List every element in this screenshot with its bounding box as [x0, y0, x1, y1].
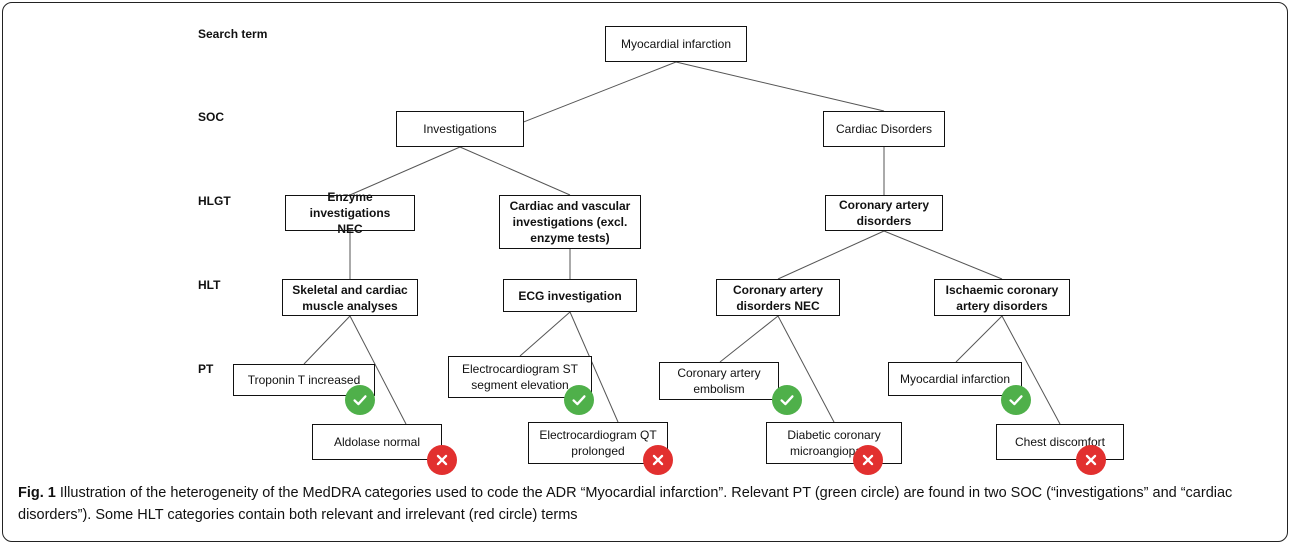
- level-label-search-term: Search term: [198, 27, 268, 41]
- edge-nec-embolism: [719, 315, 779, 363]
- node-pt-troponin-t-increased: Troponin T increased: [233, 364, 375, 396]
- edge-skeletal-troponin: [303, 315, 351, 365]
- edge-investigations-enzyme: [349, 146, 461, 196]
- node-pt-myocardial-infarction: Myocardial infarction: [888, 362, 1022, 396]
- edge-ecg-st: [519, 311, 571, 357]
- node-pt-aldolase-normal: Aldolase normal: [312, 424, 442, 460]
- figure-label: Fig. 1: [18, 485, 56, 501]
- edge-skeletal-aldolase: [349, 315, 407, 425]
- relevant-check-icon: [345, 385, 375, 415]
- node-pt-coronary-artery-embolism: Coronary artery embolism: [659, 362, 779, 400]
- node-hlgt-coronary-artery-disorders: Coronary artery disorders: [825, 195, 943, 231]
- edge-ischaemic-chest: [1001, 315, 1061, 425]
- edge-ischaemic-mi: [955, 315, 1003, 363]
- node-hlt-coronary-artery-disorders-nec: Coronary artery disorders NEC: [716, 279, 840, 316]
- relevant-check-icon: [772, 385, 802, 415]
- level-label-pt: PT: [198, 362, 214, 376]
- node-hlgt-enzyme-investigations: Enzyme investigations NEC: [285, 190, 415, 236]
- relevant-check-icon: [564, 385, 594, 415]
- figure-caption: Fig. 1 Illustration of the heterogeneity…: [18, 482, 1276, 526]
- caption-text: Illustration of the heterogeneity of the…: [18, 485, 1233, 523]
- irrelevant-cross-icon: [427, 445, 457, 475]
- irrelevant-cross-icon: [1076, 445, 1106, 475]
- node-soc-investigations: Investigations: [396, 111, 524, 147]
- node-hlt-ecg-investigation: ECG investigation: [503, 279, 637, 312]
- irrelevant-cross-icon: [643, 445, 673, 475]
- relevant-check-icon: [1001, 385, 1031, 415]
- edge-root-cardiac-disorders: [675, 61, 885, 112]
- node-soc-cardiac-disorders: Cardiac Disorders: [823, 111, 945, 147]
- node-root-myocardial-infarction: Myocardial infarction: [605, 26, 747, 62]
- node-hlt-skeletal-cardiac-muscle: Skeletal and cardiac muscle analyses: [282, 279, 418, 316]
- connector-lines: [303, 61, 1061, 425]
- level-label-soc: SOC: [198, 110, 225, 124]
- level-label-hlgt: HLGT: [198, 194, 231, 208]
- node-hlt-ischaemic-coronary-artery-disorders: Ischaemic coronary artery disorders: [934, 279, 1070, 316]
- node-hlgt-cardiac-vascular-investigations: Cardiac and vascular investigations (exc…: [499, 195, 641, 249]
- edge-investigations-cardiovascular: [459, 146, 571, 196]
- node-pt-ecg-qt-prolonged: Electrocardiogram QT prolonged: [528, 422, 668, 464]
- edge-nec-diabetic: [777, 315, 835, 423]
- irrelevant-cross-icon: [853, 445, 883, 475]
- edge-coronary-ischaemic: [883, 230, 1003, 280]
- level-label-hlt: HLT: [198, 278, 221, 292]
- edge-coronary-nec: [777, 230, 885, 280]
- edge-ecg-qt: [569, 311, 619, 423]
- meddra-hierarchy-diagram: Search term SOC HLGT HLT PT Myocardial i…: [198, 26, 1124, 475]
